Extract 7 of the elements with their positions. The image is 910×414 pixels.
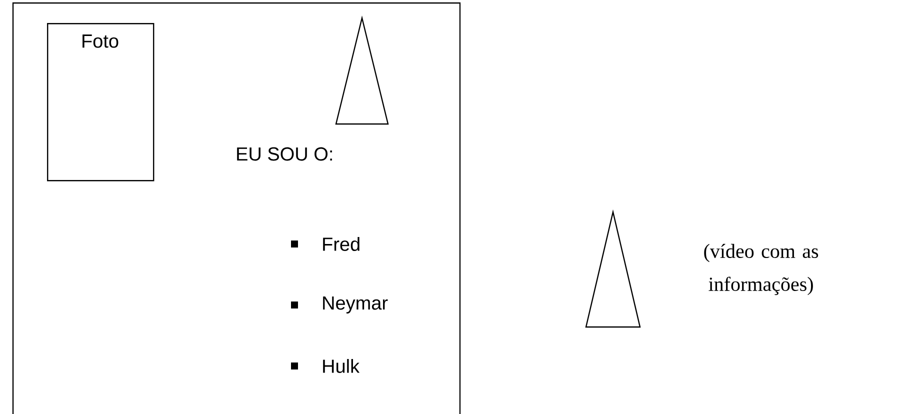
photo-frame: Foto xyxy=(47,23,154,182)
list-item: Fred xyxy=(323,237,360,251)
list-item: Hulk xyxy=(323,359,360,373)
heading: EU SOU O: xyxy=(237,147,332,161)
list-item: Neymar xyxy=(323,296,388,314)
card-frame xyxy=(12,2,461,414)
node-label: (vídeo com as informações) xyxy=(704,244,818,296)
